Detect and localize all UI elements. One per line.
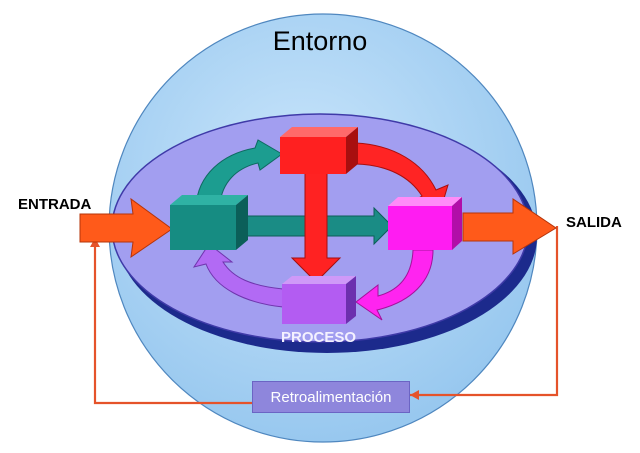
- environment-title: Entorno: [272, 26, 368, 56]
- feedback-label: Retroalimentación: [270, 388, 392, 406]
- teal-block: [170, 205, 236, 250]
- magenta-block: [388, 206, 452, 250]
- feedback-line-return: [93, 242, 252, 405]
- magenta-block-side: [452, 197, 462, 250]
- teal-block-side: [236, 195, 248, 250]
- violet-block-side: [346, 276, 356, 324]
- output-arrow-icon: [462, 198, 557, 255]
- process-label: PROCESO: [281, 329, 357, 346]
- magenta-block-top: [388, 197, 462, 206]
- red-block-side: [346, 127, 358, 174]
- feedback-arrowhead-right: [410, 390, 419, 400]
- red-block-top: [280, 127, 358, 137]
- red-block: [280, 137, 346, 174]
- input-label: ENTRADA: [18, 196, 92, 213]
- violet-block-top: [282, 276, 356, 284]
- input-arrow-icon: [79, 197, 173, 259]
- teal-block-top: [170, 195, 248, 205]
- center-vertical-arrow-icon: [290, 171, 342, 283]
- feedback-line: [410, 226, 559, 397]
- violet-block: [282, 284, 346, 324]
- feedback-box: Retroalimentación: [252, 381, 410, 413]
- output-label: SALIDA: [566, 214, 622, 231]
